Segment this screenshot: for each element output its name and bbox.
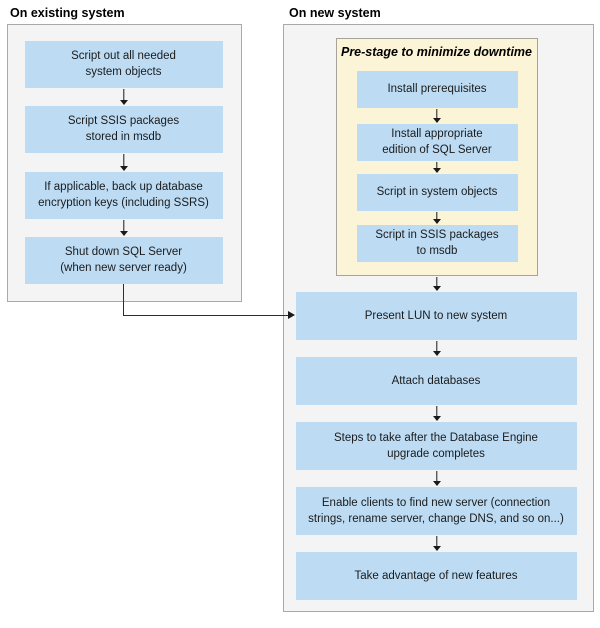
arrow-down-icon [432, 536, 441, 551]
existing-system-panel: Script out all needed system objects Scr… [7, 24, 242, 302]
flow-step-script-in-system-objects: Script in system objects [356, 173, 518, 211]
flow-step-post-upgrade-steps: Steps to take after the Database Engine … [295, 421, 577, 470]
prestage-title: Pre-stage to minimize downtime [340, 44, 532, 59]
flow-step-install-prerequisites: Install prerequisites [356, 70, 518, 108]
new-system-panel: Pre-stage to minimize downtime Install p… [283, 24, 594, 612]
right-column-title: On new system [289, 6, 381, 20]
arrow-down-icon [120, 220, 129, 236]
flow-step-enable-clients: Enable clients to find new server (conne… [295, 486, 577, 535]
arrow-down-icon [432, 212, 441, 224]
arrow-down-icon [432, 109, 441, 123]
prestage-group-box: Pre-stage to minimize downtime Install p… [335, 37, 538, 276]
arrow-down-icon [432, 341, 441, 356]
arrow-down-icon [120, 154, 129, 171]
flow-step-shutdown-sql-server: Shut down SQL Server (when new server re… [24, 236, 223, 284]
arrow-down-icon [432, 277, 441, 291]
arrow-down-icon [432, 471, 441, 486]
arrow-down-icon [120, 89, 129, 105]
flow-step-script-system-objects: Script out all needed system objects [24, 40, 223, 88]
left-column-title: On existing system [10, 6, 125, 20]
arrow-right-icon [288, 310, 295, 319]
flow-step-install-sql-server: Install appropriate edition of SQL Serve… [356, 123, 518, 161]
flow-step-script-in-ssis-packages: Script in SSIS packages to msdb [356, 224, 518, 262]
flow-step-attach-databases: Attach databases [295, 356, 577, 405]
arrow-down-icon [432, 406, 441, 421]
flow-step-present-lun: Present LUN to new system [295, 291, 577, 340]
flow-step-backup-encryption-keys: If applicable, back up database encrypti… [24, 171, 223, 219]
elbow-connector [122, 284, 289, 316]
flow-step-script-ssis-packages: Script SSIS packages stored in msdb [24, 105, 223, 153]
arrow-down-icon [432, 162, 441, 173]
flow-step-new-features: Take advantage of new features [295, 551, 577, 600]
